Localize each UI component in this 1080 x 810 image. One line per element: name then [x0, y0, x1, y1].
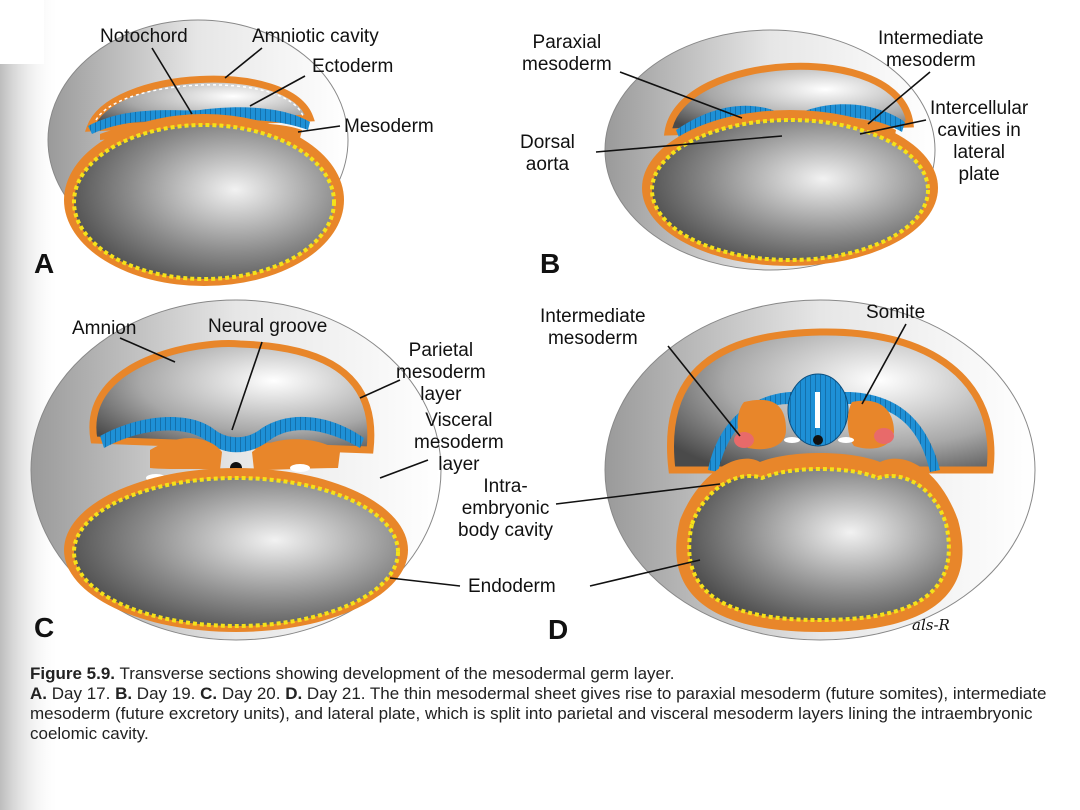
label-paraxial-mesoderm: Paraxial mesoderm — [522, 32, 612, 75]
leader-endoderm-d — [589, 559, 701, 587]
panel-c-mesoderm-left — [150, 438, 222, 470]
caption-c: C. — [200, 684, 218, 703]
panel-b-yolk-sac — [650, 118, 930, 262]
panel-b-drawing — [595, 29, 938, 271]
panel-letter-b: B — [540, 248, 561, 279]
panel-d-aorta-left — [784, 437, 800, 443]
label-somite: Somite — [866, 302, 926, 323]
label-endoderm: Endoderm — [468, 576, 556, 597]
panel-c-mesoderm-right — [252, 439, 340, 470]
label-parietal-mesoderm: Parietal mesoderm layer — [396, 340, 486, 405]
artist-signature: als-R — [912, 616, 950, 634]
leader-intercellular — [859, 119, 927, 135]
panel-a-drawing — [47, 19, 349, 286]
caption-title: Transverse sections showing development … — [119, 664, 675, 683]
leader-amnion — [119, 337, 176, 363]
leader-notochord — [151, 47, 193, 115]
panel-d-notochord-dot — [813, 435, 823, 445]
corner-white-patch — [0, 0, 44, 64]
label-dorsal-aorta: Dorsal aorta — [520, 132, 575, 175]
leader-parietal — [359, 379, 401, 399]
panel-d-intermediate-left — [734, 432, 754, 448]
leader-paraxial — [619, 71, 743, 119]
leader-visceral — [379, 459, 429, 479]
label-intermediate-mesoderm-d: Intermediate mesoderm — [540, 306, 646, 349]
leader-neural-groove — [231, 341, 263, 431]
panel-d-neural-canal — [815, 392, 820, 428]
panel-c-yolk-sac — [72, 476, 400, 628]
label-intercellular-cavities: Intercellular cavities in lateral plate — [930, 98, 1029, 185]
leader-d-intermediate — [667, 345, 741, 437]
caption-c-text: Day 20. — [221, 684, 281, 703]
panel-d-aorta-right — [838, 437, 854, 443]
label-neural-groove: Neural groove — [208, 316, 328, 337]
label-intraembryonic-cavity: Intra- embryonic body cavity — [458, 476, 554, 541]
leader-dorsal-aorta — [595, 135, 783, 153]
leader-ectoderm — [249, 75, 306, 107]
panel-c-ectoderm-shape — [100, 416, 364, 453]
panel-d-yolk-sac — [687, 467, 951, 623]
caption-a-text: Day 17. — [51, 684, 111, 703]
panel-a-yolk-sac — [72, 123, 336, 281]
caption-d-text: Day 21. The thin mesodermal sheet gives … — [30, 684, 1047, 743]
label-amnion: Amnion — [72, 318, 137, 339]
caption-b-text: Day 19. — [136, 684, 196, 703]
label-visceral-mesoderm: Visceral mesoderm layer — [414, 410, 504, 475]
panel-c-drawing — [30, 299, 461, 641]
label-intermediate-mesoderm-b: Intermediate mesoderm — [878, 28, 984, 71]
leader-intraembryonic — [555, 483, 721, 505]
leader-mesoderm — [297, 125, 341, 133]
panel-letter-d: D — [548, 614, 569, 645]
panel-c-cavity-right — [290, 464, 310, 472]
leader-endoderm — [389, 577, 461, 587]
figure-caption: Figure 5.9. Transverse sections showing … — [30, 664, 1060, 744]
label-ectoderm: Ectoderm — [312, 56, 394, 77]
panel-d-intermediate-right — [874, 428, 894, 444]
panel-a-amnion-line — [95, 84, 304, 121]
caption-d: D. — [285, 684, 303, 703]
leader-somite — [861, 323, 907, 405]
label-notochord: Notochord — [100, 26, 188, 47]
label-mesoderm: Mesoderm — [344, 116, 434, 137]
panel-d-drawing — [555, 299, 1036, 641]
leader-amniotic-cavity — [224, 47, 263, 79]
caption-b: B. — [115, 684, 133, 703]
panel-letter-c: C — [34, 612, 55, 643]
caption-a: A. — [30, 684, 47, 703]
label-amniotic-cavity: Amniotic cavity — [252, 26, 379, 47]
leader-intermediate — [867, 71, 931, 125]
panel-letter-a: A — [34, 248, 55, 279]
caption-figure-label: Figure 5.9. — [30, 664, 116, 683]
